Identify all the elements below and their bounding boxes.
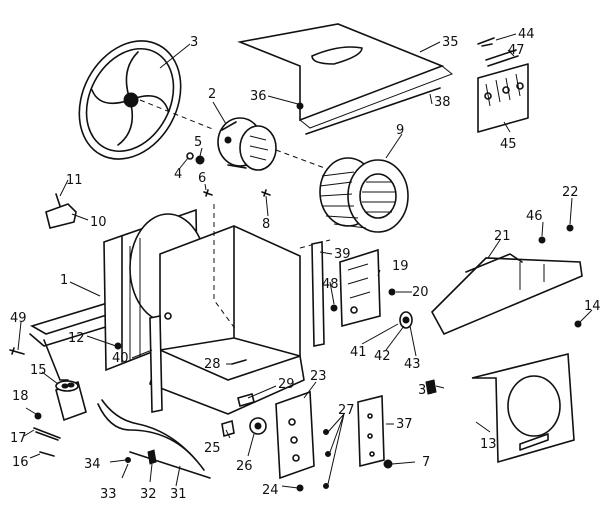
label-19: 19 bbox=[392, 259, 409, 274]
label-47: 47 bbox=[508, 43, 525, 58]
part-37-plate bbox=[357, 394, 385, 468]
label-24: 24 bbox=[262, 483, 279, 498]
part-13-front-panel bbox=[471, 352, 575, 464]
label-4: 4 bbox=[174, 167, 182, 182]
label-13: 13 bbox=[480, 437, 497, 452]
part-8-fastener bbox=[261, 189, 271, 197]
part-25-relay bbox=[221, 419, 235, 438]
part-19-plate bbox=[339, 248, 381, 328]
label-48: 48 bbox=[322, 277, 339, 292]
label-34: 34 bbox=[84, 457, 101, 472]
part-42-washer bbox=[399, 311, 413, 329]
label-5: 5 bbox=[194, 135, 202, 150]
label-25: 25 bbox=[204, 441, 221, 456]
label-16: 16 bbox=[12, 455, 29, 470]
label-18: 18 bbox=[12, 389, 29, 404]
label-7: 7 bbox=[422, 455, 430, 470]
label-23: 23 bbox=[310, 369, 327, 384]
part-22-screw bbox=[566, 224, 574, 232]
label-14: 14 bbox=[584, 299, 601, 314]
part-35-top-panel bbox=[237, 23, 453, 129]
chassis bbox=[103, 204, 331, 415]
part-2-motor bbox=[217, 117, 331, 171]
part-44-knob bbox=[477, 37, 495, 47]
part-wire-harness bbox=[97, 399, 205, 471]
label-11: 11 bbox=[66, 173, 83, 188]
label-33: 33 bbox=[100, 487, 117, 502]
label-32: 32 bbox=[140, 487, 157, 502]
label-26: 26 bbox=[236, 459, 253, 474]
part-15-capacitor bbox=[55, 380, 87, 422]
part-47-bracket bbox=[485, 49, 519, 67]
part-30-clip bbox=[425, 379, 437, 395]
part-23-panel bbox=[275, 390, 315, 480]
label-45: 45 bbox=[500, 137, 517, 152]
label-20: 20 bbox=[412, 285, 429, 300]
label-39: 39 bbox=[334, 247, 351, 262]
label-35: 35 bbox=[442, 35, 459, 50]
label-3: 3 bbox=[190, 35, 198, 50]
label-17: 17 bbox=[10, 431, 27, 446]
part-14-screw bbox=[574, 320, 582, 328]
label-31: 31 bbox=[170, 487, 187, 502]
label-29: 29 bbox=[278, 377, 295, 392]
label-36: 36 bbox=[250, 89, 267, 104]
part-labels: 3 2 5 4 6 8 9 11 10 1 12 40 49 28 39 19 … bbox=[10, 27, 601, 502]
label-12: 12 bbox=[68, 331, 85, 346]
part-36-screw bbox=[296, 102, 304, 110]
label-46: 46 bbox=[526, 209, 543, 224]
label-42: 42 bbox=[374, 349, 391, 364]
part-11-bracket bbox=[45, 193, 77, 229]
part-5-clip bbox=[186, 152, 205, 165]
part-17-bracket bbox=[33, 427, 61, 441]
part-3-fan-blade bbox=[78, 40, 216, 160]
part-32-bracket bbox=[147, 449, 157, 465]
part-7-nut bbox=[383, 459, 393, 469]
label-30: 30 bbox=[418, 383, 435, 398]
part-27-screws bbox=[323, 429, 331, 489]
part-26-knob bbox=[249, 417, 267, 435]
label-6: 6 bbox=[198, 171, 206, 186]
label-9: 9 bbox=[396, 123, 404, 138]
part-21-duct-housing bbox=[431, 253, 583, 336]
part-38-strip bbox=[305, 87, 441, 135]
label-8: 8 bbox=[262, 217, 270, 232]
part-6-fastener bbox=[203, 189, 213, 197]
part-34-screw bbox=[125, 457, 131, 463]
label-43: 43 bbox=[404, 357, 421, 372]
label-21: 21 bbox=[494, 229, 511, 244]
part-20-screw bbox=[388, 288, 396, 296]
label-15: 15 bbox=[30, 363, 47, 378]
label-41: 41 bbox=[350, 345, 367, 360]
part-9-blower-wheel bbox=[319, 157, 409, 233]
label-27: 27 bbox=[338, 403, 355, 418]
part-31-rod bbox=[129, 451, 211, 479]
label-38: 38 bbox=[434, 95, 451, 110]
label-40: 40 bbox=[112, 351, 129, 366]
label-28: 28 bbox=[204, 357, 221, 372]
part-16-screw bbox=[39, 451, 55, 457]
label-44: 44 bbox=[518, 27, 535, 42]
label-49: 49 bbox=[10, 311, 27, 326]
part-45-control-assembly bbox=[477, 63, 529, 133]
part-46-screw bbox=[538, 236, 546, 244]
part-48-screw bbox=[330, 304, 338, 312]
label-10: 10 bbox=[90, 215, 107, 230]
part-39-divider bbox=[311, 241, 325, 347]
part-28-mark bbox=[231, 359, 247, 365]
part-49-screw bbox=[9, 347, 25, 355]
leader-lines bbox=[17, 33, 593, 489]
label-1: 1 bbox=[60, 273, 68, 288]
label-22: 22 bbox=[562, 185, 579, 200]
part-18-screw bbox=[34, 412, 42, 420]
label-37: 37 bbox=[396, 417, 413, 432]
label-2: 2 bbox=[208, 87, 216, 102]
